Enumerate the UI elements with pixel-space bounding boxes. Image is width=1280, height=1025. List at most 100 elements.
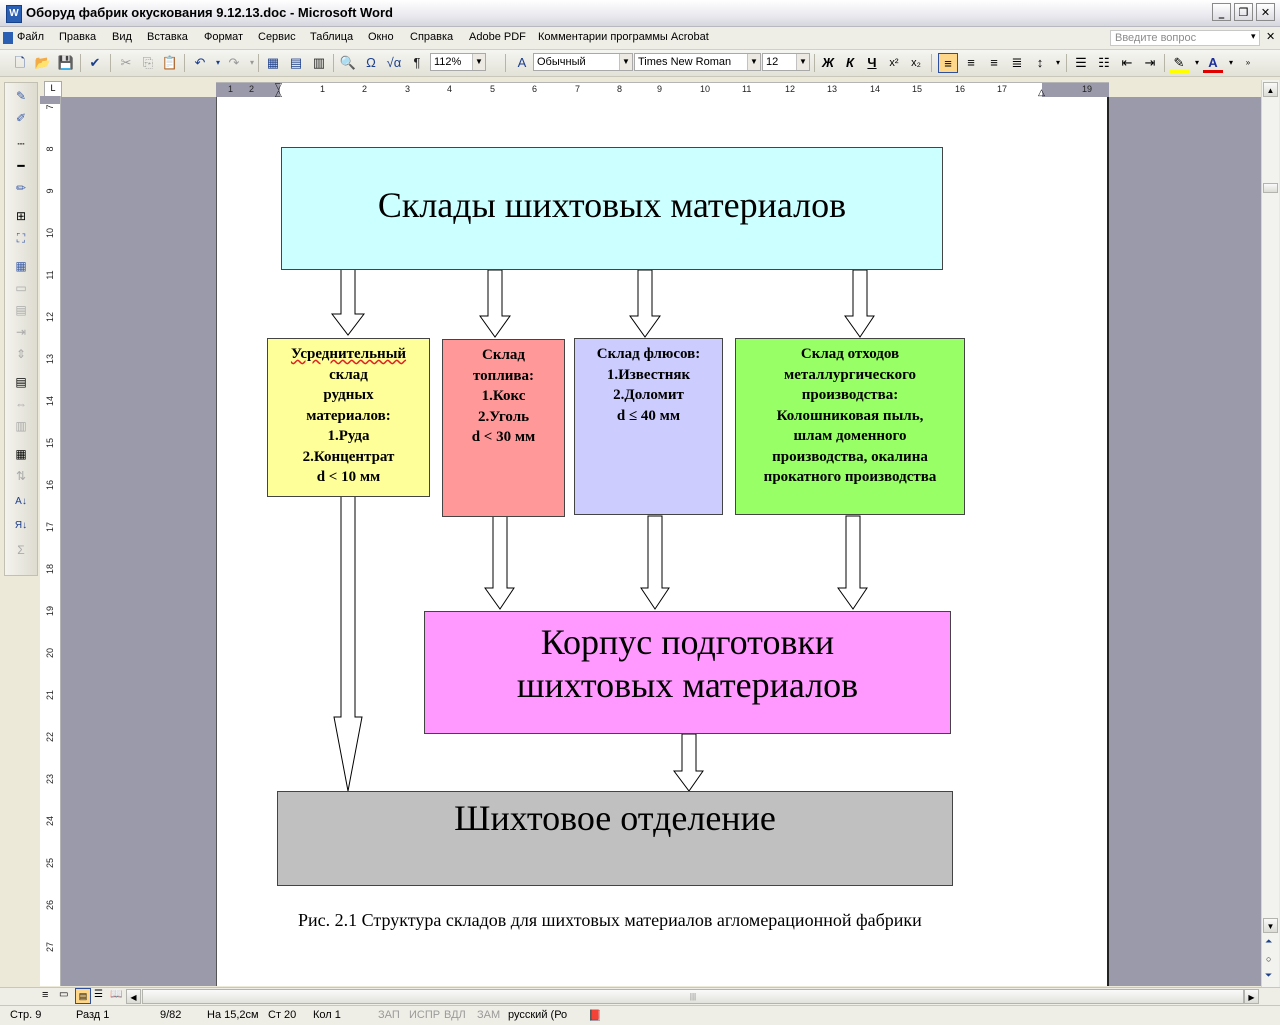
menu-table[interactable]: Таблица	[310, 31, 354, 43]
line-weight-icon[interactable]: ━	[17, 159, 25, 173]
equation-icon[interactable]: √α	[386, 55, 402, 70]
columns-icon[interactable]: ▥	[312, 55, 326, 70]
status-extend[interactable]: ВДЛ	[444, 1009, 466, 1021]
sort-descending-icon[interactable]: Я↓	[14, 520, 28, 531]
document-page[interactable]: Склады шихтовых материалов Усреднительны…	[216, 97, 1109, 986]
align-center-icon[interactable]: ≡	[967, 55, 975, 70]
menu-tools[interactable]: Сервис	[258, 31, 296, 43]
redo-dropdown-icon[interactable]: ▾	[249, 58, 254, 67]
superscript-icon[interactable]: x²	[889, 57, 899, 69]
style-select[interactable]: Обычный▼	[533, 53, 633, 71]
browse-object-icon[interactable]: ○	[1266, 954, 1272, 964]
print-layout-view-icon[interactable]: ▤	[75, 988, 91, 1004]
undo-icon[interactable]: ↶	[194, 55, 206, 70]
vertical-scrollbar[interactable]: ▲ ▼ ⏶ ○ ⏷	[1261, 80, 1279, 988]
save-icon[interactable]: 💾	[57, 55, 75, 70]
table-autoformat-icon[interactable]: ▤	[15, 375, 27, 389]
highlight-dropdown-icon[interactable]: ▾	[1194, 58, 1199, 67]
zoom-select[interactable]: 112%▼	[430, 53, 486, 71]
show-formatting-icon[interactable]: ¶	[413, 55, 421, 70]
line-style-icon[interactable]: ┄	[17, 137, 25, 151]
find-icon[interactable]: 🔍	[339, 55, 357, 70]
line-spacing-dropdown-icon[interactable]: ▾	[1055, 58, 1060, 67]
increase-indent-icon[interactable]: ⇥	[1144, 55, 1156, 70]
numbering-icon[interactable]: ☰	[1075, 55, 1087, 70]
horizontal-scroll-thumb[interactable]: |||	[142, 989, 1244, 1004]
insert-excel-icon[interactable]: ▤	[289, 55, 303, 70]
align-left-icon[interactable]: ≡	[938, 53, 958, 73]
border-color-icon[interactable]: ✏	[15, 181, 27, 195]
highlight-icon[interactable]: ✎	[1169, 53, 1189, 73]
menu-adobe-pdf[interactable]: Adobe PDF	[469, 31, 526, 43]
merge-cells-icon[interactable]: ▭	[15, 281, 27, 295]
spelling-icon[interactable]: ✔	[89, 55, 101, 70]
tab-selector[interactable]: L	[44, 81, 62, 97]
new-doc-icon[interactable]: 🗋	[14, 55, 26, 70]
change-direction-icon[interactable]: ⇅	[15, 469, 27, 483]
table-style-icon[interactable]: ▦	[15, 447, 27, 461]
right-indent-marker[interactable]: △	[1038, 87, 1045, 97]
horizontal-ruler[interactable]: 1 2 1 2 3 4 5 6 7 8 9 10 11 12 13 14 15 …	[216, 82, 1109, 98]
menu-edit[interactable]: Правка	[59, 31, 97, 43]
bold-button[interactable]: Ж	[821, 55, 835, 70]
scroll-thumb[interactable]	[1263, 183, 1278, 193]
undo-dropdown-icon[interactable]: ▾	[215, 58, 220, 67]
italic-button[interactable]: К	[846, 55, 854, 70]
redo-icon[interactable]: ↷	[228, 55, 240, 70]
status-overtype[interactable]: ЗАМ	[477, 1009, 501, 1021]
autofit-icon[interactable]: ▥	[15, 419, 27, 433]
menu-file[interactable]: Файл	[17, 31, 45, 43]
cut-icon[interactable]: ✂	[120, 55, 132, 70]
scroll-left-icon[interactable]: ◀	[126, 989, 141, 1004]
web-view-icon[interactable]: ▭	[59, 989, 69, 1000]
menu-insert[interactable]: Вставка	[147, 31, 188, 43]
symbol-omega-icon[interactable]: Ω	[366, 55, 376, 70]
paste-icon[interactable]: 📋	[161, 55, 179, 70]
draw-table-icon[interactable]: ✎	[15, 89, 27, 103]
status-record[interactable]: ЗАП	[378, 1009, 400, 1021]
restore-button[interactable]: ❐	[1234, 3, 1253, 21]
bullets-icon[interactable]: ☷	[1098, 55, 1110, 70]
outline-view-icon[interactable]: ☰	[94, 989, 103, 1000]
spelling-status-icon[interactable]: 📕	[588, 1010, 602, 1022]
reading-view-icon[interactable]: 📖	[110, 989, 123, 1000]
scroll-right-icon[interactable]: ▶	[1244, 989, 1259, 1004]
help-dropdown-icon[interactable]: ▾	[1251, 31, 1256, 41]
split-cells-icon[interactable]: ▤	[15, 303, 27, 317]
next-page-icon[interactable]: ⏷	[1265, 970, 1273, 980]
scroll-down-icon[interactable]: ▼	[1263, 918, 1278, 933]
menu-window[interactable]: Окно	[368, 31, 394, 43]
close-button[interactable]: ✕	[1256, 3, 1275, 21]
normal-view-icon[interactable]: ≡	[42, 989, 49, 1001]
help-search-input[interactable]: Введите вопрос	[1110, 30, 1260, 46]
doc-menu-icon[interactable]	[3, 32, 13, 44]
outside-border-icon[interactable]: ⊞	[15, 209, 27, 223]
menu-help[interactable]: Справка	[410, 31, 454, 43]
open-icon[interactable]: 📂	[34, 55, 52, 70]
align-icon[interactable]: ⇥	[15, 325, 27, 339]
underline-button[interactable]: Ч	[867, 55, 877, 70]
status-language[interactable]: русский (Ро	[508, 1009, 568, 1021]
font-select[interactable]: Times New Roman▼	[634, 53, 761, 71]
minimize-button[interactable]: _	[1212, 3, 1231, 21]
close-doc-icon[interactable]: ✕	[1266, 31, 1276, 43]
insert-table-icon[interactable]: ▦	[15, 259, 27, 273]
distribute-rows-icon[interactable]: ⇕	[15, 347, 27, 361]
subscript-icon[interactable]: x₂	[911, 57, 921, 69]
distribute-columns-icon[interactable]: ⇔	[15, 397, 27, 411]
decrease-indent-icon[interactable]: ⇤	[1121, 55, 1133, 70]
toolbar-options-icon[interactable]: »	[1245, 58, 1251, 67]
align-right-icon[interactable]: ≡	[990, 55, 998, 70]
autosum-icon[interactable]: Σ	[17, 543, 25, 557]
vertical-ruler[interactable]: 7 8 9 10 11 12 13 14 15 16 17 18 19 20 2…	[40, 96, 61, 986]
sort-ascending-icon[interactable]: A↓	[15, 496, 27, 507]
font-color-icon[interactable]: A	[1203, 53, 1223, 73]
menu-format[interactable]: Формат	[204, 31, 244, 43]
status-track-changes[interactable]: ИСПР	[409, 1009, 441, 1021]
menu-view[interactable]: Вид	[112, 31, 132, 43]
copy-icon[interactable]: ⎘	[142, 55, 154, 70]
scroll-up-icon[interactable]: ▲	[1263, 82, 1278, 97]
eraser-icon[interactable]: ✐	[15, 111, 27, 125]
previous-page-icon[interactable]: ⏶	[1265, 936, 1273, 946]
hanging-indent-marker[interactable]: △	[275, 88, 282, 98]
